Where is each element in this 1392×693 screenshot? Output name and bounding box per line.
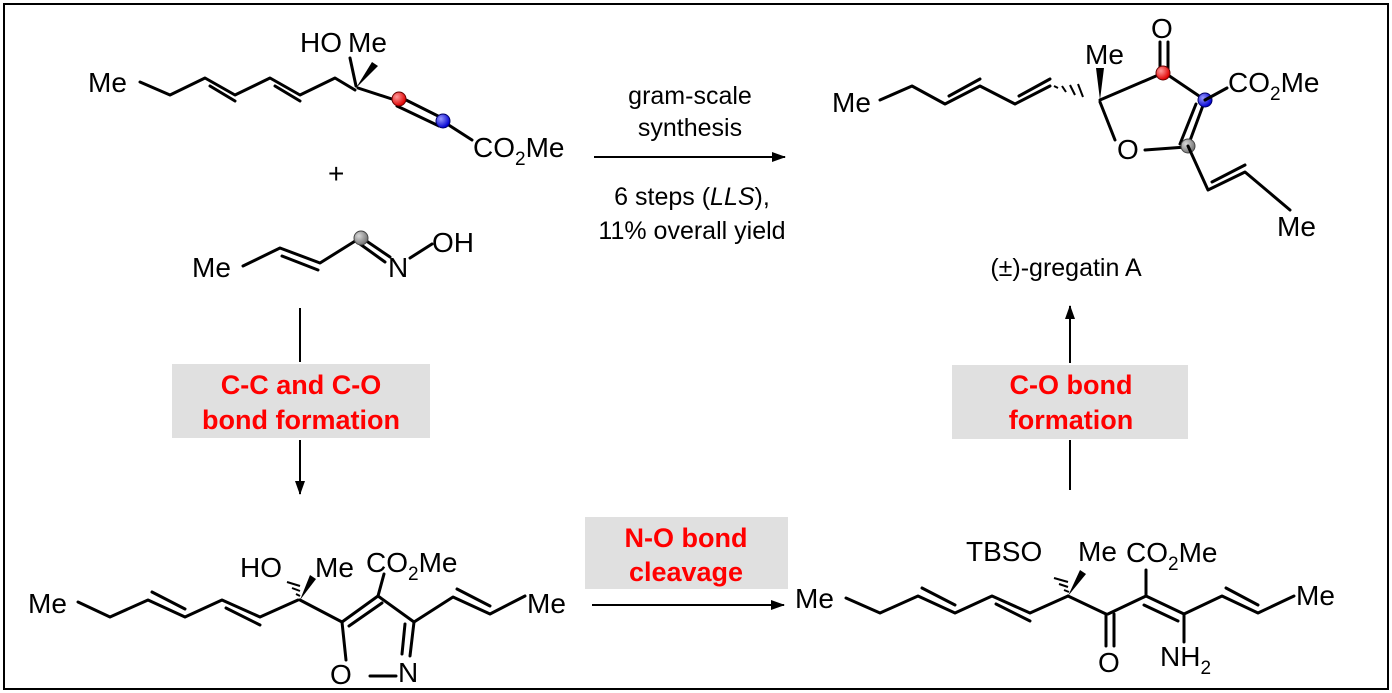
label-me: Me	[527, 588, 566, 619]
gregatin-a-product: Me Me O O CO2Me Me	[832, 13, 1319, 242]
atom-marker-gray	[353, 230, 369, 246]
label-me: Me	[832, 87, 871, 118]
atom-marker-red	[391, 91, 407, 107]
svg-text:C-O bond: C-O bond	[1010, 370, 1133, 400]
oxime-reactant: Me N OH	[192, 227, 474, 283]
label-me: Me	[192, 252, 231, 283]
label-me: Me	[1085, 39, 1124, 70]
label-o: O	[1117, 134, 1139, 165]
enaminone-intermediate: Me TBSO Me O CO2Me NH2 Me	[795, 536, 1335, 679]
svg-text:bond formation: bond formation	[202, 405, 400, 435]
svg-text:NH2: NH2	[1160, 641, 1211, 679]
label-o: O	[1151, 13, 1173, 44]
plus-sign: +	[328, 158, 344, 189]
label-o: O	[330, 659, 352, 690]
svg-text:N-O bond: N-O bond	[625, 523, 748, 553]
svg-text:formation: formation	[1009, 405, 1134, 435]
label-n: N	[398, 657, 418, 688]
right-step-arrow: C-O bond formation	[952, 305, 1188, 490]
svg-text:CO2Me: CO2Me	[366, 547, 457, 585]
label-o: O	[1098, 647, 1120, 678]
isoxazole-intermediate: Me HO Me N O CO2Me Me	[28, 547, 566, 690]
label-me: Me	[1078, 536, 1117, 567]
label-me: Me	[28, 588, 67, 619]
scheme-border	[3, 3, 1389, 690]
top-arrow: gram-scale synthesis 6 steps (LLS), 11% …	[594, 82, 786, 245]
bottom-step-arrow: N-O bond cleavage	[585, 517, 788, 610]
label-n: N	[388, 252, 408, 283]
svg-text:gram-scale: gram-scale	[628, 82, 752, 110]
svg-text:11% overall yield: 11% overall yield	[598, 217, 785, 245]
label-me: Me	[88, 67, 127, 98]
label-ho: HO	[240, 552, 282, 583]
label-me: Me	[348, 27, 387, 58]
atom-marker-blue	[435, 113, 451, 129]
step-box	[952, 365, 1188, 439]
label-tbso: TBSO	[966, 536, 1042, 567]
label-me: Me	[1277, 211, 1316, 242]
left-step-arrow: C-C and C-O bond formation	[172, 308, 430, 495]
label-me: Me	[795, 583, 834, 614]
atom-marker-red	[1155, 65, 1171, 81]
svg-text:synthesis: synthesis	[638, 114, 742, 142]
svg-text:CO2Me: CO2Me	[473, 132, 564, 170]
product-name: (±)-gregatin A	[990, 254, 1142, 282]
step-box	[172, 364, 430, 438]
label-oh: OH	[432, 227, 474, 258]
svg-text:CO2Me: CO2Me	[1126, 537, 1217, 575]
label-ho: HO	[300, 27, 342, 58]
svg-text:6 steps (LLS),: 6 steps (LLS),	[614, 183, 770, 211]
svg-text:CO2Me: CO2Me	[1228, 67, 1319, 105]
label-me: Me	[1296, 580, 1335, 611]
label-me: Me	[315, 552, 354, 583]
alkynoate-reactant: Me HO Me CO2Me	[88, 27, 564, 170]
svg-text:cleavage: cleavage	[629, 557, 743, 587]
step-box	[585, 517, 788, 589]
svg-text:C-C and C-O: C-C and C-O	[221, 370, 381, 400]
